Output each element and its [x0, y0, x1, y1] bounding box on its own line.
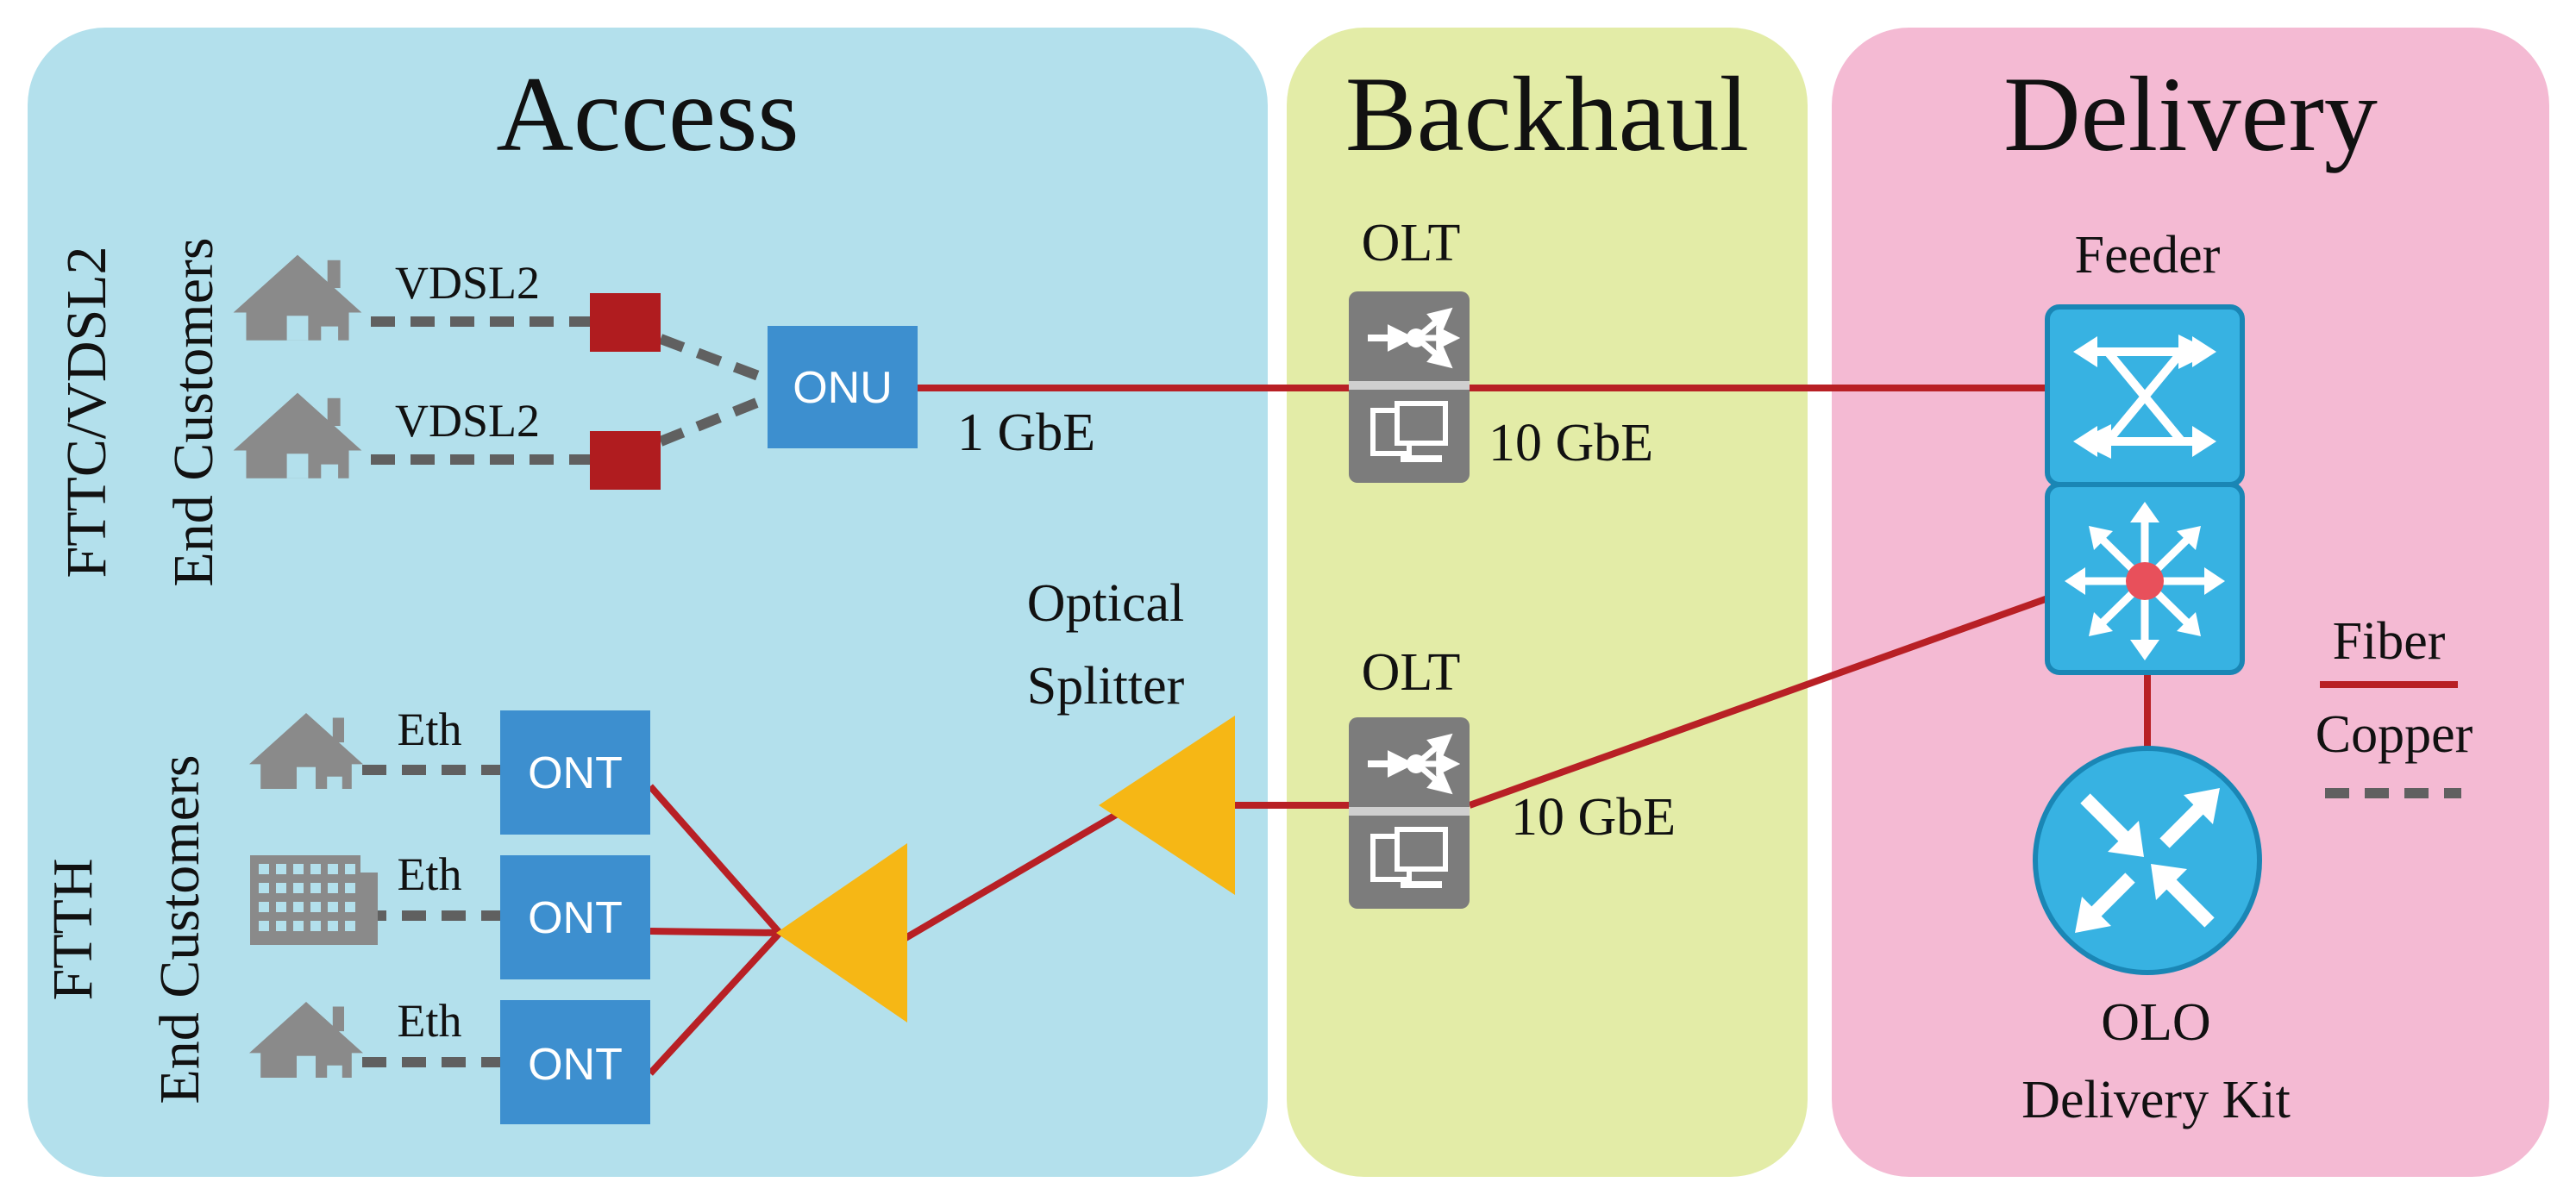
router-icon: [2033, 746, 2262, 975]
copper-vdsl2-onu: [658, 393, 770, 447]
fiber-splitter2-splitter1: [903, 805, 1129, 941]
fttc-group-label-line2: End Customers: [162, 237, 225, 586]
eth-label-1: Eth: [398, 704, 462, 755]
ont-label-1: ONT: [528, 748, 623, 798]
vdsl-cabinet: [590, 293, 661, 352]
olt-top-label: OLT: [1362, 214, 1461, 272]
olo-label-line2: Delivery Kit: [2021, 1071, 2291, 1129]
fiber-olt-core: [1468, 593, 2054, 809]
olo-label-line1: OLO: [2101, 993, 2210, 1052]
fttc-group-label-line1: FTTC/VDSL2: [55, 246, 118, 578]
ftth-group-label-line1: FTTH: [41, 859, 104, 1001]
fiber-ont1-splitter2: [648, 784, 782, 935]
delivery-title: Delivery: [2003, 55, 2378, 173]
optical-splitter-icon: [1099, 716, 1235, 895]
splitter-label-line2: Splitter: [1027, 657, 1185, 716]
multilayer-switch-icon: [2045, 482, 2245, 675]
olt-top-speed-label: 10 GbE: [1489, 414, 1653, 472]
building-icon: [250, 855, 378, 945]
olt-bottom-speed-label: 10 GbE: [1511, 788, 1676, 847]
switch-icon: [2045, 304, 2245, 487]
fiber-ont3-splitter2: [648, 930, 782, 1076]
legend-fiber-label: Fiber: [2333, 612, 2446, 671]
olt-device-icon: [1349, 291, 1470, 483]
olt-bottom-label: OLT: [1362, 643, 1461, 702]
eth-label-2: Eth: [398, 848, 462, 900]
vdsl-cabinet: [590, 431, 661, 490]
fiber-ont2-splitter2: [649, 928, 780, 936]
ont-box: [500, 710, 650, 835]
onu-label: ONU: [793, 363, 893, 413]
optical-splitter-icon: [776, 843, 907, 1023]
eth-label-3: Eth: [398, 995, 462, 1047]
ont-label-2: ONT: [528, 893, 623, 943]
copper-vdsl1-onu: [658, 334, 770, 385]
ont-label-3: ONT: [528, 1040, 623, 1090]
legend-copper-label: Copper: [2316, 705, 2473, 764]
ont-box: [500, 1000, 650, 1124]
backhaul-title: Backhaul: [1345, 55, 1749, 173]
ont-box: [500, 855, 650, 979]
onu-box: [768, 326, 918, 448]
vdsl2-top-label: VDSL2: [395, 257, 540, 309]
feeder-label: Feeder: [2075, 226, 2221, 285]
olt-device-icon: [1349, 717, 1470, 909]
ftth-group-label-line2: End Customers: [148, 754, 211, 1104]
onu-speed-label: 1 GbE: [957, 403, 1095, 462]
splitter-label-line1: Optical: [1027, 574, 1185, 633]
backhaul-zone: [1287, 28, 1808, 1177]
access-title: Access: [496, 55, 799, 173]
vdsl2-bottom-label: VDSL2: [395, 395, 540, 447]
